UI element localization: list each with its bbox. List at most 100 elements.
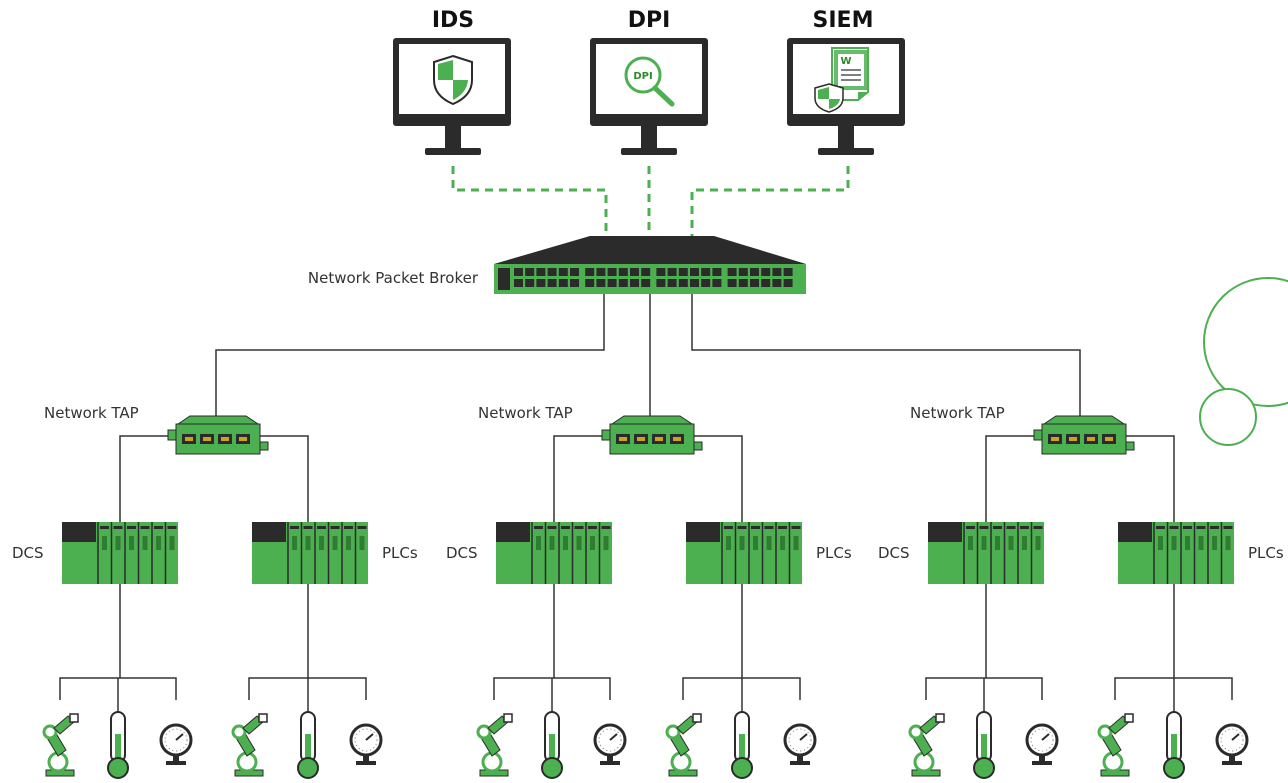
broker-port bbox=[558, 268, 568, 276]
magnifier-icon: DPI bbox=[624, 56, 675, 107]
broker-port bbox=[738, 268, 748, 276]
dcs-label: DCS bbox=[12, 544, 44, 562]
broker-port bbox=[772, 279, 782, 287]
dcs-controller bbox=[928, 522, 1044, 584]
network-tap-device bbox=[601, 415, 703, 455]
broker-port bbox=[750, 268, 759, 276]
broker-port bbox=[761, 279, 771, 287]
broker-port bbox=[585, 279, 595, 287]
gauge-icon bbox=[349, 723, 383, 765]
broker-port bbox=[547, 279, 557, 287]
robot-arm-icon bbox=[476, 713, 513, 777]
broker-port bbox=[525, 268, 535, 276]
thermometer-icon bbox=[297, 711, 319, 779]
broker-port bbox=[630, 279, 639, 287]
plcs-label: PLCs bbox=[382, 544, 418, 562]
ids-monitor: IDS bbox=[393, 8, 511, 155]
dpi-screen-text: DPI bbox=[633, 71, 652, 82]
broker-port bbox=[618, 279, 628, 287]
siem-title: SIEM bbox=[813, 8, 874, 33]
broker-port bbox=[727, 268, 737, 276]
robot-arm-icon bbox=[665, 713, 702, 777]
segment-1: Network TAP DCS PLCs bbox=[12, 404, 418, 779]
thermometer-icon bbox=[107, 711, 129, 779]
plc-controller bbox=[686, 522, 802, 584]
broker-port bbox=[585, 268, 595, 276]
network-tap-device bbox=[1033, 415, 1135, 455]
tap-label: Network TAP bbox=[44, 404, 139, 422]
tap-label: Network TAP bbox=[910, 404, 1005, 422]
broker-port bbox=[570, 279, 579, 287]
gauge-icon bbox=[159, 723, 193, 765]
broker-port bbox=[630, 268, 639, 276]
broker-port bbox=[596, 279, 606, 287]
broker-port bbox=[656, 279, 666, 287]
network-packet-broker: Network Packet Broker bbox=[308, 236, 806, 294]
dcs-controller bbox=[496, 522, 612, 584]
broker-port bbox=[536, 279, 546, 287]
segment-3: Network TAP DCS PLCs bbox=[878, 404, 1284, 779]
broker-port bbox=[783, 279, 793, 287]
broker-port bbox=[761, 268, 771, 276]
thermometer-icon bbox=[731, 711, 753, 779]
broker-port bbox=[678, 268, 688, 276]
broker-port bbox=[570, 268, 579, 276]
robot-arm-icon bbox=[42, 713, 79, 777]
broker-port bbox=[667, 279, 677, 287]
dcs-label: DCS bbox=[446, 544, 478, 562]
siem-monitor: SIEM W bbox=[787, 8, 905, 155]
broker-to-tap-links bbox=[215, 294, 1081, 420]
thermometer-icon bbox=[1163, 711, 1185, 779]
plc-controller bbox=[252, 522, 368, 584]
thermometer-icon bbox=[973, 711, 995, 779]
tap-label: Network TAP bbox=[478, 404, 573, 422]
shield-icon bbox=[433, 54, 473, 106]
broker-port bbox=[607, 268, 617, 276]
broker-port bbox=[514, 268, 523, 276]
dcs-label: DCS bbox=[878, 544, 910, 562]
dcs-controller bbox=[62, 522, 178, 584]
broker-port bbox=[727, 279, 737, 287]
network-tap-device bbox=[167, 415, 269, 455]
dpi-title: DPI bbox=[628, 8, 671, 33]
monitor-links bbox=[451, 166, 850, 238]
broker-port bbox=[667, 268, 677, 276]
document-shield-icon: W bbox=[814, 47, 869, 113]
siem-screen-text: W bbox=[840, 56, 851, 67]
decorative-circles bbox=[1199, 277, 1288, 446]
broker-port bbox=[690, 279, 699, 287]
broker-port bbox=[514, 279, 523, 287]
broker-port bbox=[558, 279, 568, 287]
dpi-monitor: DPI DPI bbox=[590, 8, 708, 155]
robot-arm-icon bbox=[908, 713, 945, 777]
gauge-icon bbox=[783, 723, 817, 765]
broker-port bbox=[772, 268, 782, 276]
broker-port bbox=[596, 268, 606, 276]
gauge-icon bbox=[1025, 723, 1059, 765]
broker-port bbox=[750, 279, 759, 287]
broker-port bbox=[641, 268, 651, 276]
robot-arm-icon bbox=[1097, 713, 1134, 777]
broker-label: Network Packet Broker bbox=[308, 269, 479, 287]
broker-ports bbox=[514, 268, 793, 287]
broker-port bbox=[547, 268, 557, 276]
ids-title: IDS bbox=[432, 8, 474, 33]
plcs-label: PLCs bbox=[1248, 544, 1284, 562]
broker-port bbox=[712, 268, 722, 276]
broker-port bbox=[783, 268, 793, 276]
segment-wires bbox=[925, 435, 1233, 712]
broker-port bbox=[701, 268, 711, 276]
thermometer-icon bbox=[541, 711, 563, 779]
plc-controller bbox=[1118, 522, 1234, 584]
broker-port bbox=[712, 279, 722, 287]
broker-port bbox=[656, 268, 666, 276]
robot-arm-icon bbox=[231, 713, 268, 777]
gauge-icon bbox=[593, 723, 627, 765]
plcs-label: PLCs bbox=[816, 544, 852, 562]
segment-wires bbox=[59, 435, 367, 712]
broker-port bbox=[607, 279, 617, 287]
broker-port bbox=[701, 279, 711, 287]
gauge-icon bbox=[1215, 723, 1249, 765]
broker-port bbox=[536, 268, 546, 276]
